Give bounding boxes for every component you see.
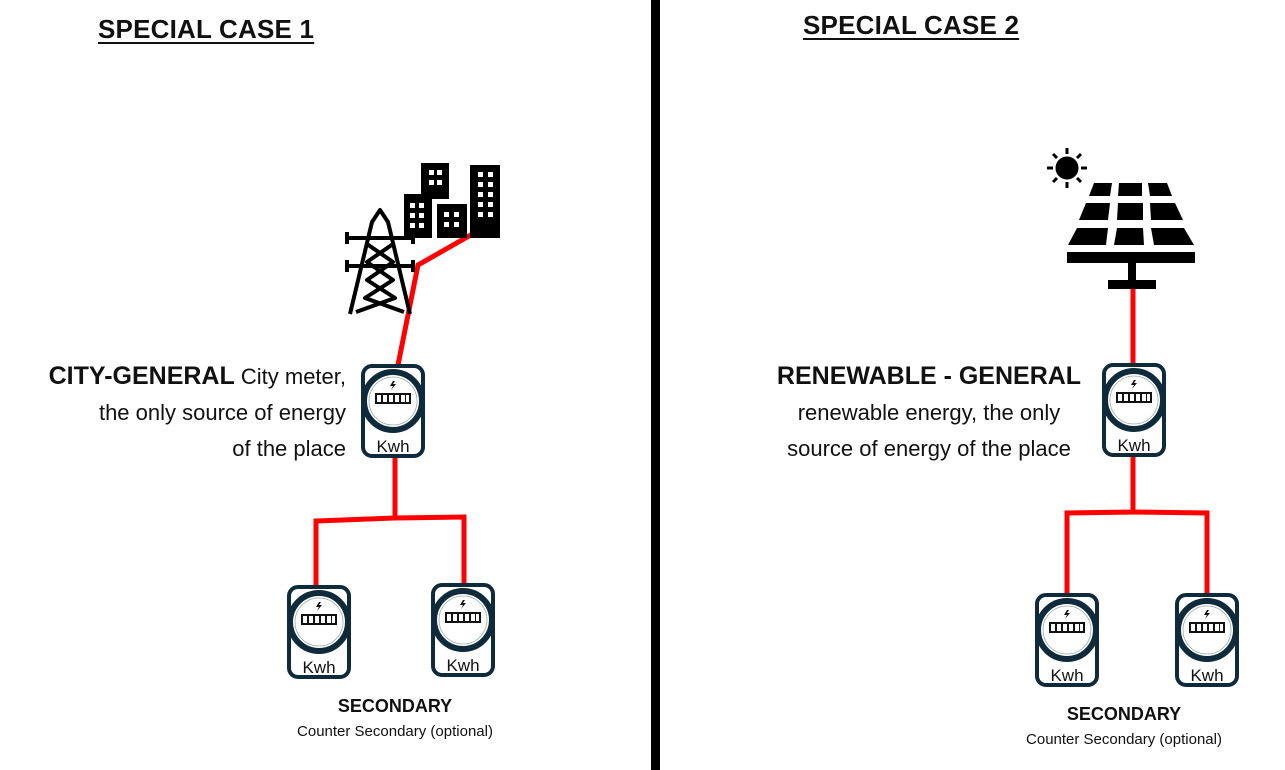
secondary-meter-1b: Kwh <box>430 582 496 678</box>
electric-meter-icon <box>361 364 425 458</box>
secondary-meter-2b: Kwh <box>1174 592 1240 688</box>
case2-title: SPECIAL CASE 2 <box>803 10 1020 40</box>
electric-meter-icon <box>431 583 495 677</box>
renewable-general-label: RENEWABLE - GENERAL renewable energy, th… <box>776 362 1082 461</box>
divider <box>651 0 660 770</box>
meter-unit-label: Kwh <box>1117 436 1151 455</box>
case1-title: SPECIAL CASE 1 <box>98 14 315 44</box>
general-meter-renewable: Kwh <box>1101 362 1167 458</box>
general-meter-city: Kwh <box>360 363 426 459</box>
electric-meter-icon <box>1035 593 1099 687</box>
meter-unit-label: Kwh <box>1190 666 1224 685</box>
wire-general-to-secondary-2 <box>1064 455 1136 596</box>
secondary-meter-2a: Kwh <box>1034 592 1100 688</box>
renewable-general-title: RENEWABLE - GENERAL <box>776 362 1082 390</box>
sun-icon <box>1047 148 1087 188</box>
wire-general-to-secondary <box>313 455 398 588</box>
meter-unit-label: Kwh <box>302 658 336 677</box>
wire-branch-right-1 <box>394 514 467 586</box>
meter-unit-label: Kwh <box>376 437 410 456</box>
case1-secondary-label: SECONDARY Counter Secondary (optional) <box>297 696 493 740</box>
case2-secondary-label: SECONDARY Counter Secondary (optional) <box>1026 704 1222 748</box>
solar-panel-icon <box>1067 183 1195 289</box>
meter-unit-label: Kwh <box>1050 666 1084 685</box>
secondary-meter-1a: Kwh <box>286 584 352 680</box>
electric-meter-icon <box>287 585 351 679</box>
electric-meter-icon <box>1102 363 1166 457</box>
electric-meter-icon <box>1175 593 1239 687</box>
wire-city-feed <box>395 229 478 366</box>
city-general-title: CITY-GENERAL <box>48 362 235 390</box>
city-general-label: CITY-GENERAL City meter, the only source… <box>48 362 346 461</box>
meter-unit-label: Kwh <box>446 656 480 675</box>
transmission-tower-icon <box>345 208 415 315</box>
city-buildings-icon <box>404 163 500 238</box>
wire-branch-right-2 <box>1132 509 1210 596</box>
